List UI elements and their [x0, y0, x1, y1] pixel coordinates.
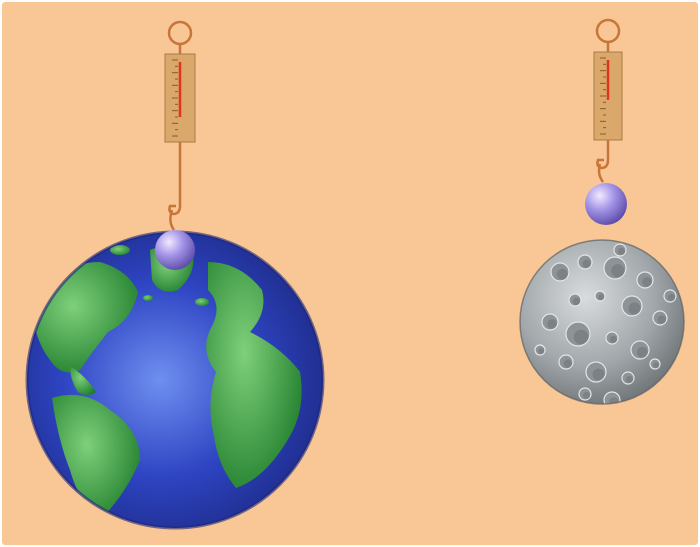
- moon-crater-shadow: [573, 329, 589, 345]
- moon-craters: [534, 243, 677, 404]
- moon-crater-shadow: [563, 359, 572, 368]
- left-hook-wire: [168, 142, 182, 216]
- moon-crater-shadow: [628, 302, 641, 315]
- moon-crater-shadow: [572, 297, 581, 306]
- right-scale-ticks: [600, 57, 606, 135]
- moon-crater-shadow: [617, 247, 626, 256]
- moon-crater-shadow: [538, 348, 545, 355]
- moon-crater-shadow: [609, 397, 619, 404]
- moon-crater-shadow: [609, 335, 618, 344]
- right-hook-wire: [596, 140, 610, 170]
- right-spring-scale: [593, 18, 623, 183]
- left-spring-scale: [164, 20, 196, 231]
- south-america-land: [52, 394, 140, 520]
- moon-crater-shadow: [625, 375, 634, 384]
- moon-crater-shadow: [636, 346, 648, 358]
- moon-crater-shadow: [611, 264, 625, 278]
- right-ball: [585, 183, 627, 225]
- left-scale-ticks: [172, 59, 178, 137]
- moon-crater-shadow: [592, 368, 605, 381]
- moon-crater-shadow: [547, 319, 557, 329]
- moon-crater-shadow: [582, 259, 591, 268]
- left-ball: [155, 230, 195, 270]
- africa-europe-land: [206, 262, 302, 488]
- moon-crater-shadow: [657, 315, 666, 324]
- moon-crater-shadow: [667, 293, 676, 302]
- moon-crater-shadow: [653, 362, 660, 369]
- earth-globe: [25, 230, 325, 530]
- moon-crater-shadow: [598, 294, 605, 301]
- moon: [519, 239, 685, 405]
- moon-crater-shadow: [556, 268, 568, 280]
- moon-crater-shadow: [582, 391, 591, 400]
- moon-crater-shadow: [642, 277, 652, 287]
